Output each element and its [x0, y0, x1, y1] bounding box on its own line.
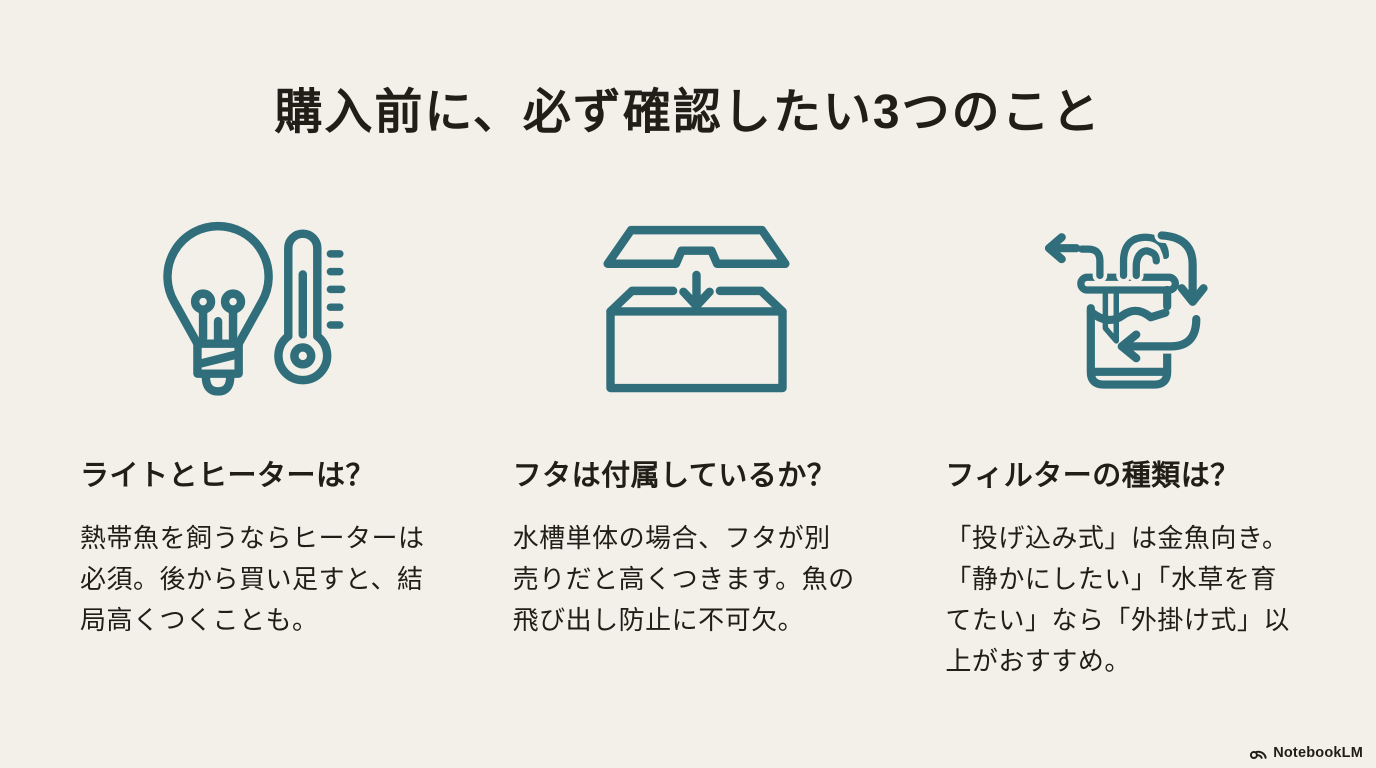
- column-heading: フタは付属しているか？: [512, 460, 837, 492]
- aquarium-lid-icon: [602, 225, 790, 392]
- notebooklm-watermark: NotebookLM: [1248, 744, 1363, 761]
- column-lid: フタは付属しているか？ 水槽単体の場合、フタが別 売りだと高くつきます。魚の 飛…: [513, 212, 880, 682]
- notebooklm-logo-icon: [1250, 750, 1267, 760]
- lightbulb-thermometer-icon: [163, 221, 346, 396]
- column-heading: フィルターの種類は？: [945, 460, 1240, 492]
- column-light-heater: ライトとヒーターは？ 熱帯魚を飼うならヒーターは 必須。後から買い足すと、結 局…: [80, 212, 447, 682]
- notebooklm-brand-text: NotebookLM: [1273, 744, 1363, 761]
- column-body: 「投げ込み式」は金魚向き。 「静かにしたい」「水草を育 てたい」なら「外掛け式」…: [945, 523, 1290, 676]
- column-body: 熱帯魚を飼うならヒーターは 必須。後から買い足すと、結 局高くつくことも。: [80, 523, 425, 635]
- filter-circulation-icon: [1044, 228, 1208, 389]
- page-title: 購入前に、必ず確認したい3つのこと: [274, 86, 1102, 139]
- column-body: 水槽単体の場合、フタが別 売りだと高くつきます。魚の 飛び出し防止に不可欠。: [512, 523, 855, 635]
- column-heading: ライトとヒーターは？: [80, 460, 376, 492]
- column-filter: フィルターの種類は？ 「投げ込み式」は金魚向き。 「静かにしたい」「水草を育 て…: [945, 212, 1312, 682]
- columns-row: ライトとヒーターは？ 熱帯魚を飼うならヒーターは 必須。後から買い足すと、結 局…: [80, 212, 1312, 682]
